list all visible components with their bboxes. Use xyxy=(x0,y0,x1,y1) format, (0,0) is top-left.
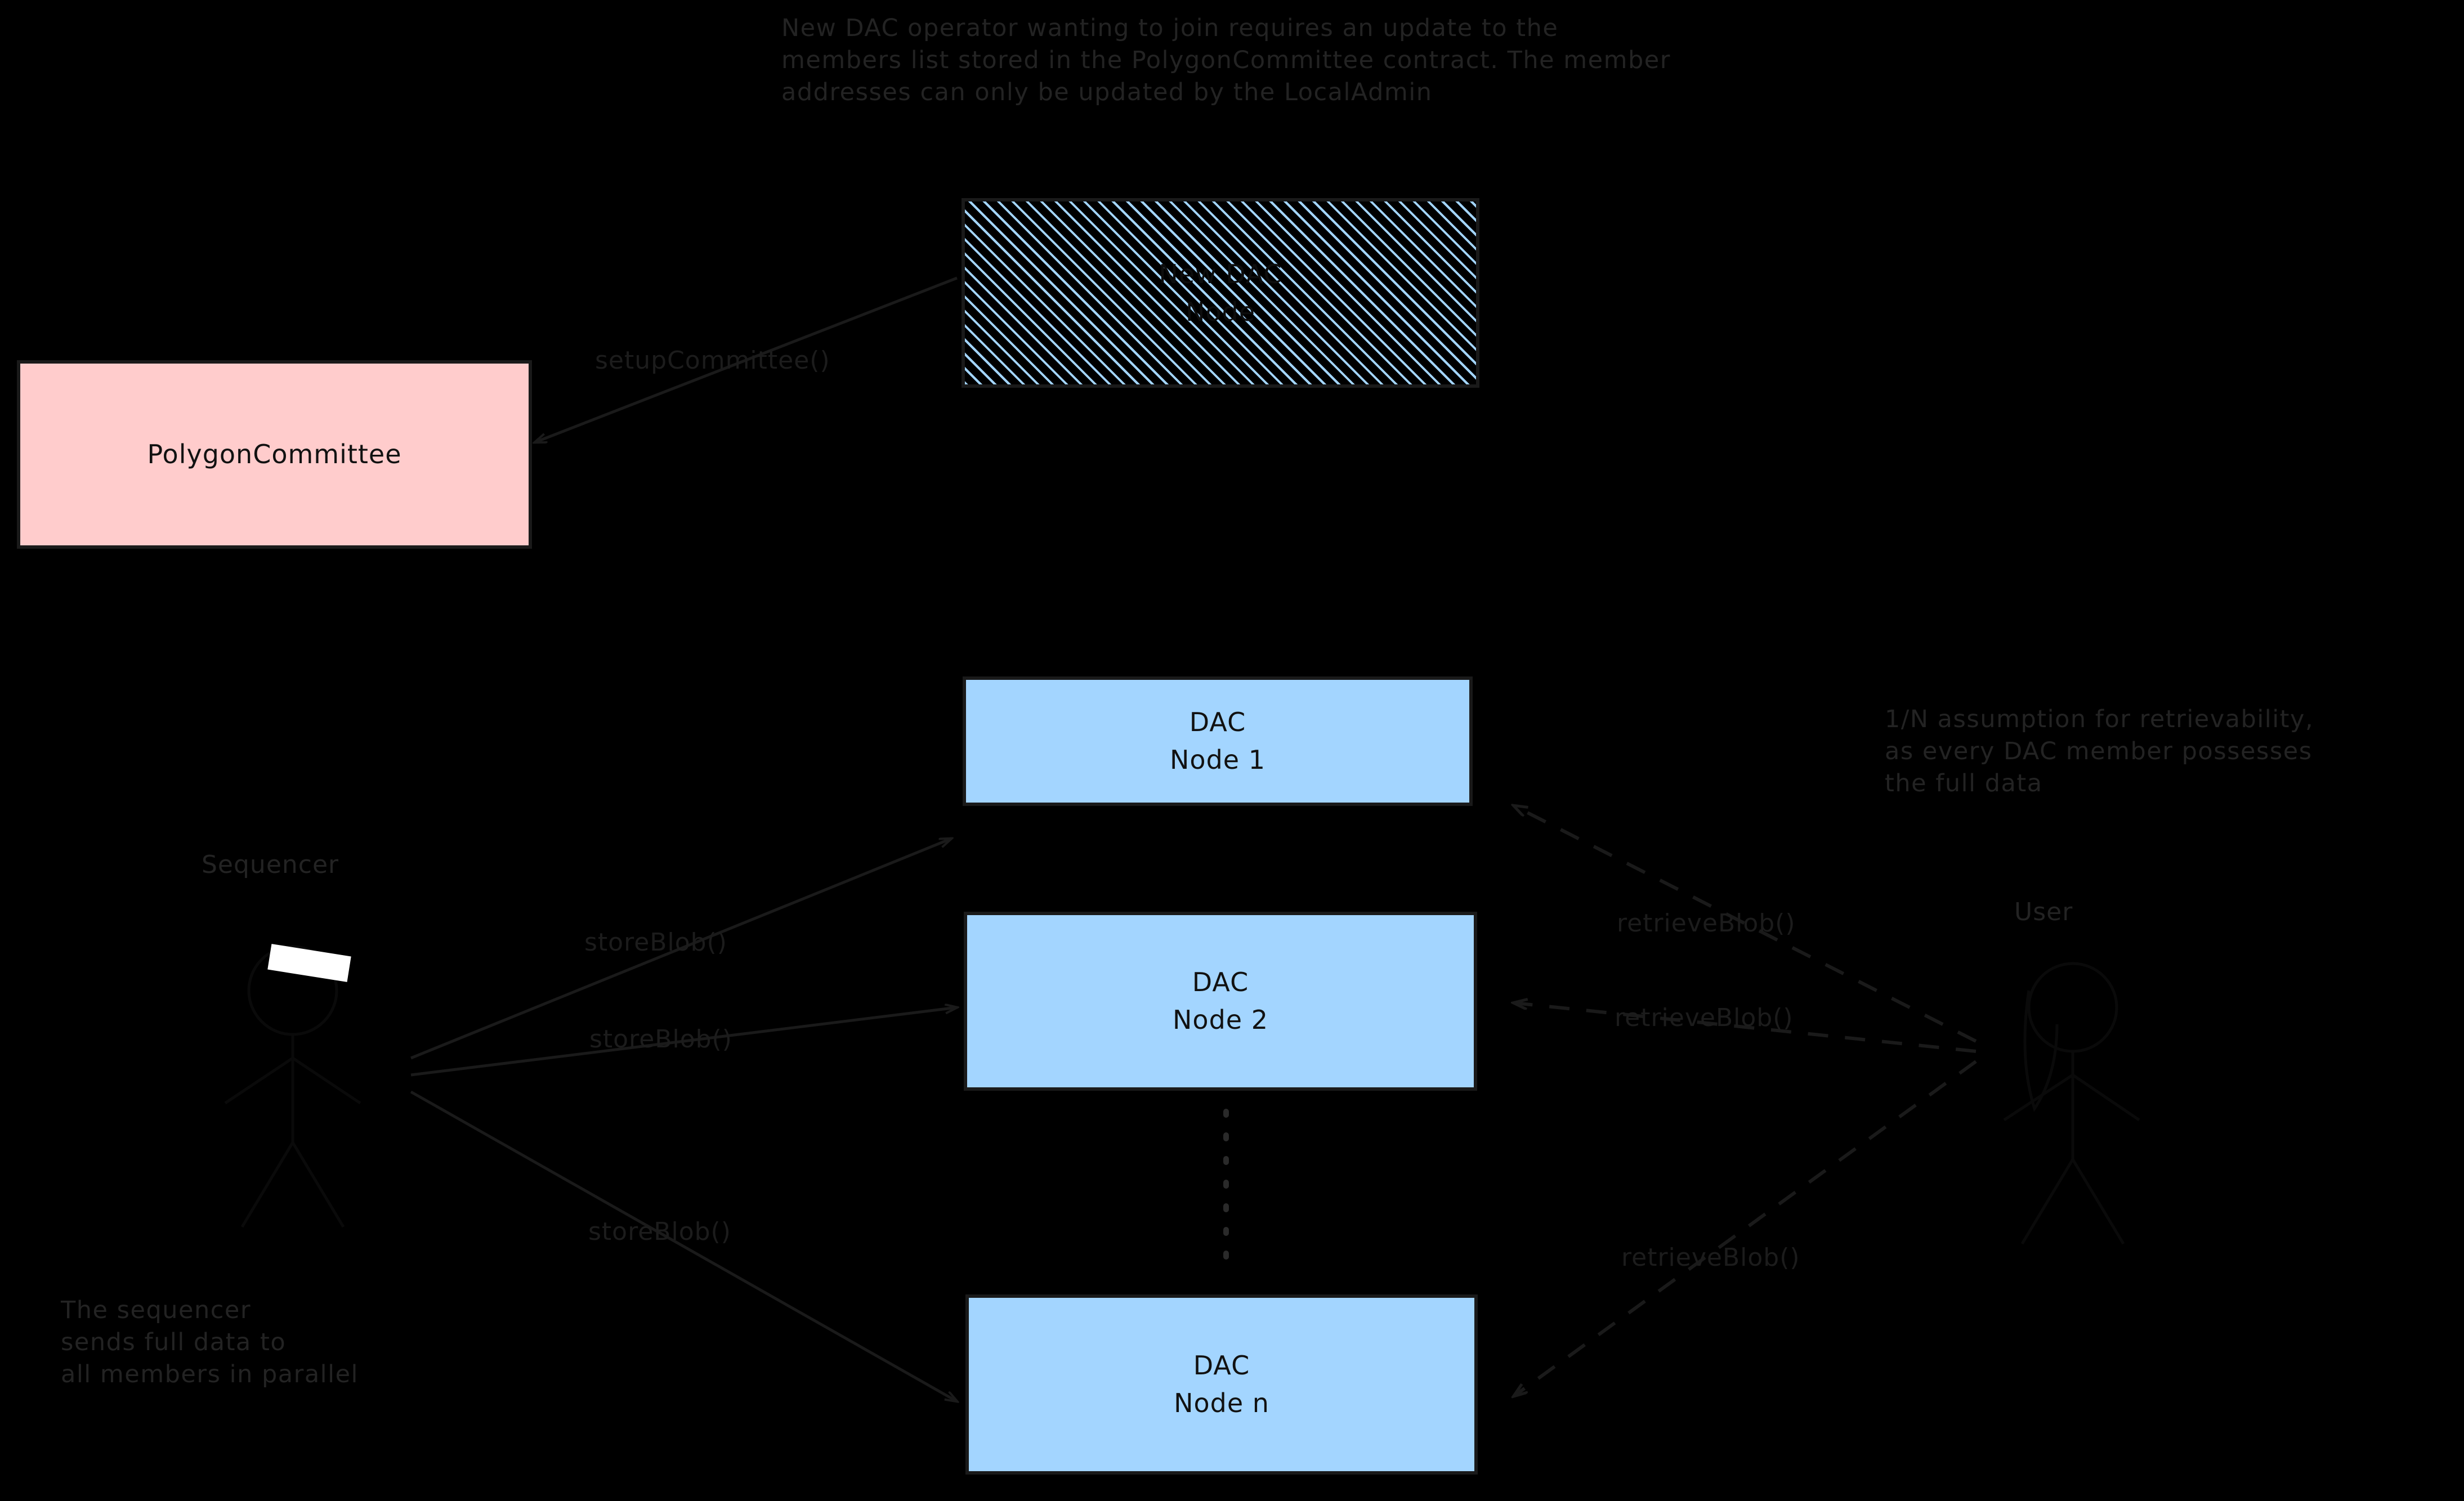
edge-retrieve-blob-1 xyxy=(1514,806,1977,1043)
edge-setup-committee xyxy=(535,276,958,442)
user-label: User xyxy=(2014,898,2073,926)
dac-node-2-box[interactable]: DAC Node 2 xyxy=(964,912,1477,1091)
dac-node-1-box[interactable]: DAC Node 1 xyxy=(963,676,1473,806)
edge-label-setup-committee: setupCommittee() xyxy=(595,346,830,375)
edge-store-blob-n xyxy=(410,1090,957,1401)
edge-retrieve-blob-2 xyxy=(1514,1003,1976,1053)
edge-label-retrieve-blob-1: retrieveBlob() xyxy=(1617,909,1796,938)
edge-label-retrieve-blob-n: retrieveBlob() xyxy=(1621,1243,1800,1272)
edge-label-retrieve-blob-2: retrieveBlob() xyxy=(1615,1003,1794,1032)
polygon-committee-box[interactable]: PolygonCommittee xyxy=(17,360,532,549)
edge-label-store-blob-2: storeBlob() xyxy=(589,1025,732,1054)
edge-label-store-blob-n: storeBlob() xyxy=(588,1217,731,1246)
new-dac-node-box[interactable]: New DAC Node xyxy=(962,198,1479,388)
edge-retrieve-blob-n xyxy=(1514,1060,1977,1396)
sequencer-label: Sequencer xyxy=(202,850,339,879)
dac-node-n-label: DAC Node n xyxy=(1174,1350,1269,1418)
annotation-top: New DAC operator wanting to join require… xyxy=(781,14,1671,106)
dac-node-2-label: DAC Node 2 xyxy=(1173,967,1268,1035)
annotation-bottom-left: The sequencer sends full data to all mem… xyxy=(61,1296,359,1388)
dac-node-1-label: DAC Node 1 xyxy=(1170,707,1265,775)
polygon-committee-label: PolygonCommittee xyxy=(147,439,402,470)
edge-store-blob-2 xyxy=(410,1007,957,1077)
new-dac-node-label: New DAC Node xyxy=(1159,258,1282,327)
edge-label-store-blob-1: storeBlob() xyxy=(584,928,727,957)
sequencer-figure xyxy=(224,945,361,1228)
annotation-right: 1/N assumption for retrievability, as ev… xyxy=(1885,705,2314,797)
dac-node-n-box[interactable]: DAC Node n xyxy=(965,1294,1478,1475)
user-figure xyxy=(2003,962,2140,1245)
edge-store-blob-1 xyxy=(410,839,951,1060)
